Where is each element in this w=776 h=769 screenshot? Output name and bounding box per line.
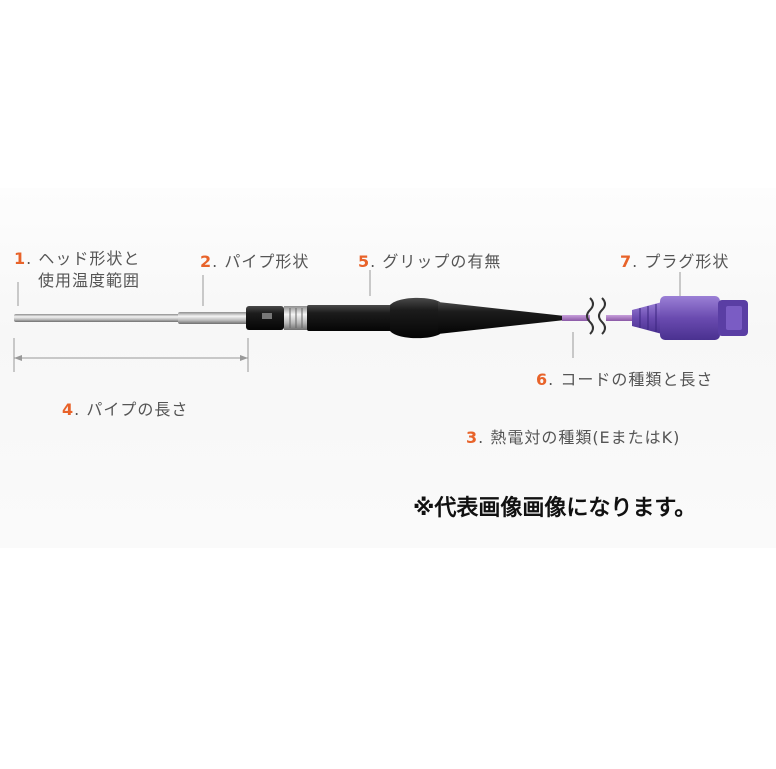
label-thermocouple-type: 3. 熱電対の種類(EまたはK) — [466, 424, 680, 448]
label-grip: 5. グリップの有無 — [358, 248, 501, 272]
label-pipe-length: 4. パイプの長さ — [62, 396, 188, 420]
label-pipe-shape: 2. パイプ形状 — [200, 248, 309, 272]
diagram-background — [0, 188, 776, 548]
representative-image-note: ※代表画像画像になります。 — [413, 496, 697, 521]
label-number: 3 — [466, 428, 479, 447]
label-head-shape: 1. ヘッド形状と 使用温度範囲 — [14, 248, 140, 292]
grip-body — [307, 305, 393, 331]
label-text: . パイプの長さ — [74, 400, 189, 419]
label-text: . プラグ形状 — [632, 252, 730, 271]
length-arrow-right — [240, 355, 248, 361]
label-text: . 熱電対の種類(EまたはK) — [478, 428, 681, 447]
handle-window — [262, 313, 272, 319]
cord-segment — [562, 315, 590, 321]
cord-segment-2 — [606, 315, 636, 321]
probe-sleeve — [178, 312, 248, 324]
label-number: 1 — [14, 249, 27, 268]
grip-taper — [438, 302, 565, 334]
label-text: . パイプ形状 — [212, 252, 310, 271]
label-number: 5 — [358, 252, 371, 271]
plug-body — [660, 296, 720, 340]
cord-break-right — [598, 297, 606, 335]
label-text: . コードの種類と長さ — [548, 370, 714, 389]
cord-break-left — [586, 297, 594, 335]
label-text-line2: 使用温度範囲 — [38, 271, 141, 290]
plug-boot — [632, 302, 662, 334]
grip-bulge — [390, 297, 440, 339]
length-arrow-left — [14, 355, 22, 361]
label-number: 7 — [620, 252, 633, 271]
plug-rib — [726, 306, 742, 330]
label-text: . ヘッド形状と — [26, 249, 141, 268]
label-plug-shape: 7. プラグ形状 — [620, 248, 729, 272]
label-text: . グリップの有無 — [370, 252, 502, 271]
probe-tube — [14, 314, 180, 322]
label-number: 2 — [200, 252, 213, 271]
label-cord-type: 6. コードの種類と長さ — [536, 366, 713, 390]
label-number: 6 — [536, 370, 549, 389]
label-number: 4 — [62, 400, 75, 419]
